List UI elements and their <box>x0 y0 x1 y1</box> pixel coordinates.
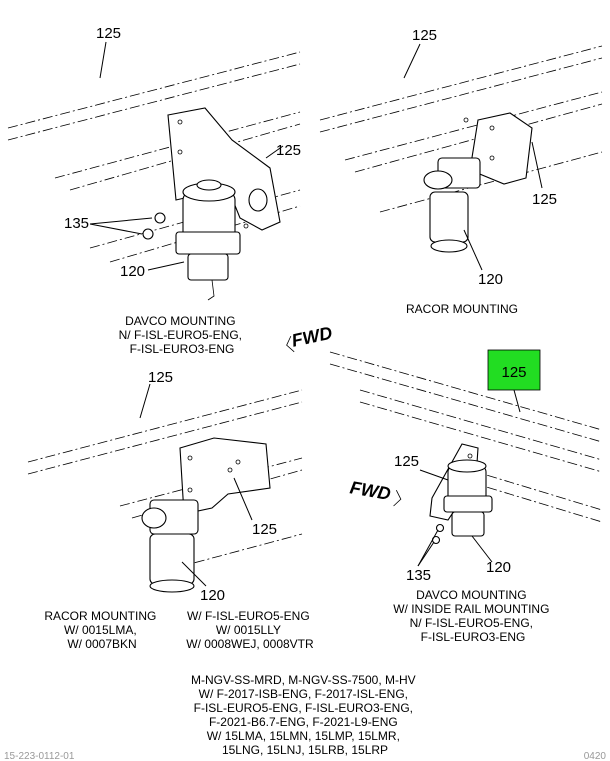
callout-125-bracket: 125 <box>532 191 557 208</box>
frame-rail <box>319 45 603 213</box>
fwd-label: FWD <box>348 477 392 504</box>
racor-mounting-top-right <box>319 43 603 271</box>
caption-bottom-center: W/ F-ISL-EURO5-ENG W/ 0015LLY W/ 0008WEJ… <box>186 609 314 651</box>
callout-120-filter: 120 <box>120 263 145 280</box>
callout-125-rail: 125 <box>412 27 437 44</box>
callout-125-highlighted: 125 <box>501 364 526 381</box>
fwd-indicator-center: FWD <box>286 323 334 353</box>
fuel-filter-racor <box>423 157 481 253</box>
highlighted-callout-box <box>487 349 541 391</box>
revision-code: 0420 <box>584 751 607 761</box>
davco-inside-rail-mounting-bottom-right <box>329 351 603 567</box>
callout-125-rail: 125 <box>96 25 121 42</box>
callout-125-bracket: 125 <box>252 521 277 538</box>
callout-125-bracket: 125 <box>394 453 419 470</box>
drawing-number: 15-223-0112-01 <box>4 751 75 761</box>
frame-rail <box>329 351 603 523</box>
fuel-filter-racor <box>141 499 199 593</box>
callout-125-rail: 125 <box>148 369 173 386</box>
callout-135-bolts: 135 <box>406 567 431 584</box>
callout-120-filter: 120 <box>478 271 503 288</box>
callout-120-filter: 120 <box>486 559 511 576</box>
caption-bottom-right: DAVCO MOUNTING W/ INSIDE RAIL MOUNTING N… <box>393 588 553 644</box>
fuel-filter-davco <box>142 179 241 301</box>
caption-bottom-left: RACOR MOUNTING W/ 0015LMA, W/ 0007BKN <box>44 609 159 651</box>
footer-applicability: M-NGV-SS-MRD, M-NGV-SS-7500, M-HV W/ F-2… <box>191 673 419 757</box>
callout-135-bolts: 135 <box>64 215 89 232</box>
frame-rail <box>7 51 301 263</box>
caption-top-right: RACOR MOUNTING <box>406 302 518 316</box>
fuel-filter-davco <box>431 459 493 545</box>
davco-mounting-top-left <box>7 41 301 301</box>
callout-120-filter: 120 <box>200 587 225 604</box>
fwd-label: FWD <box>290 323 334 351</box>
callout-125-bracket: 125 <box>276 142 301 159</box>
racor-mounting-bottom-left <box>27 383 303 593</box>
fwd-indicator-bottom-right: FWD <box>348 477 402 507</box>
caption-top-left: DAVCO MOUNTING N/ F-ISL-EURO5-ENG, F-ISL… <box>119 314 246 356</box>
